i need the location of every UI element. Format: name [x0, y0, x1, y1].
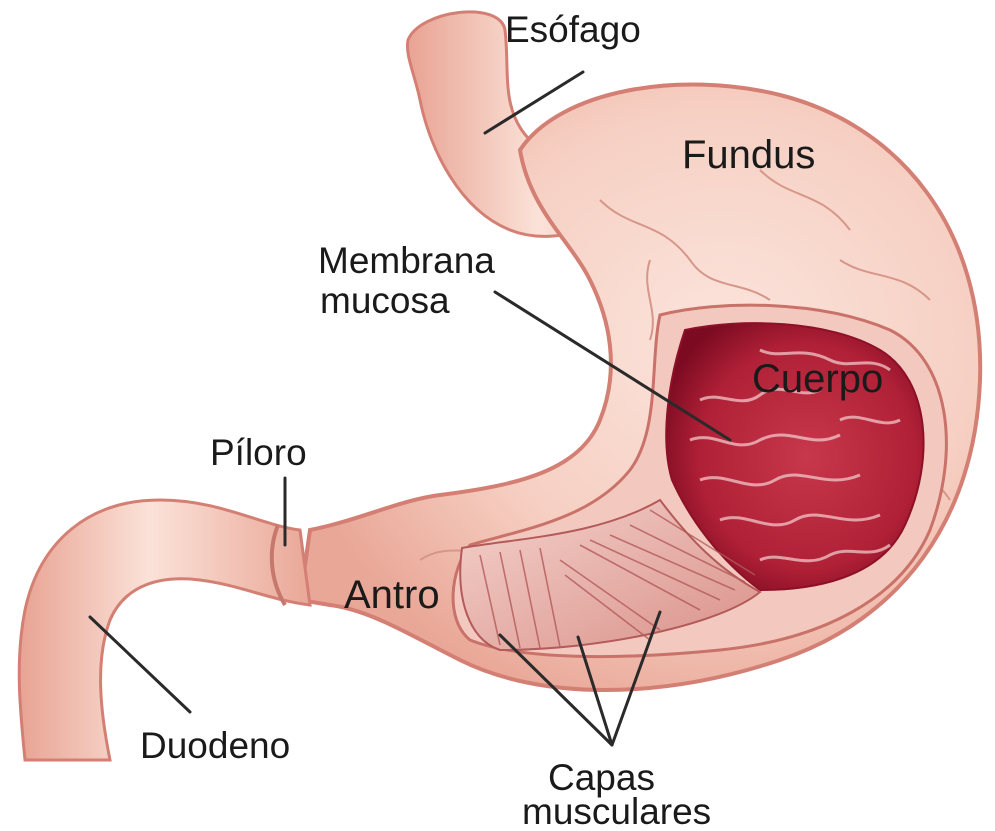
label-antro: Antro	[344, 573, 440, 617]
label-duodeno: Duodeno	[140, 725, 290, 766]
label-membrana-2: mucosa	[320, 280, 450, 321]
label-esofago: Esófago	[505, 9, 641, 50]
label-fundus: Fundus	[682, 133, 815, 177]
leader-duodeno	[90, 617, 190, 712]
label-cuerpo: Cuerpo	[752, 357, 883, 401]
label-piloro: Píloro	[210, 432, 307, 473]
label-membrana-1: Membrana	[318, 240, 495, 281]
duodenum	[19, 500, 310, 760]
label-capas-2: musculares	[522, 791, 711, 831]
